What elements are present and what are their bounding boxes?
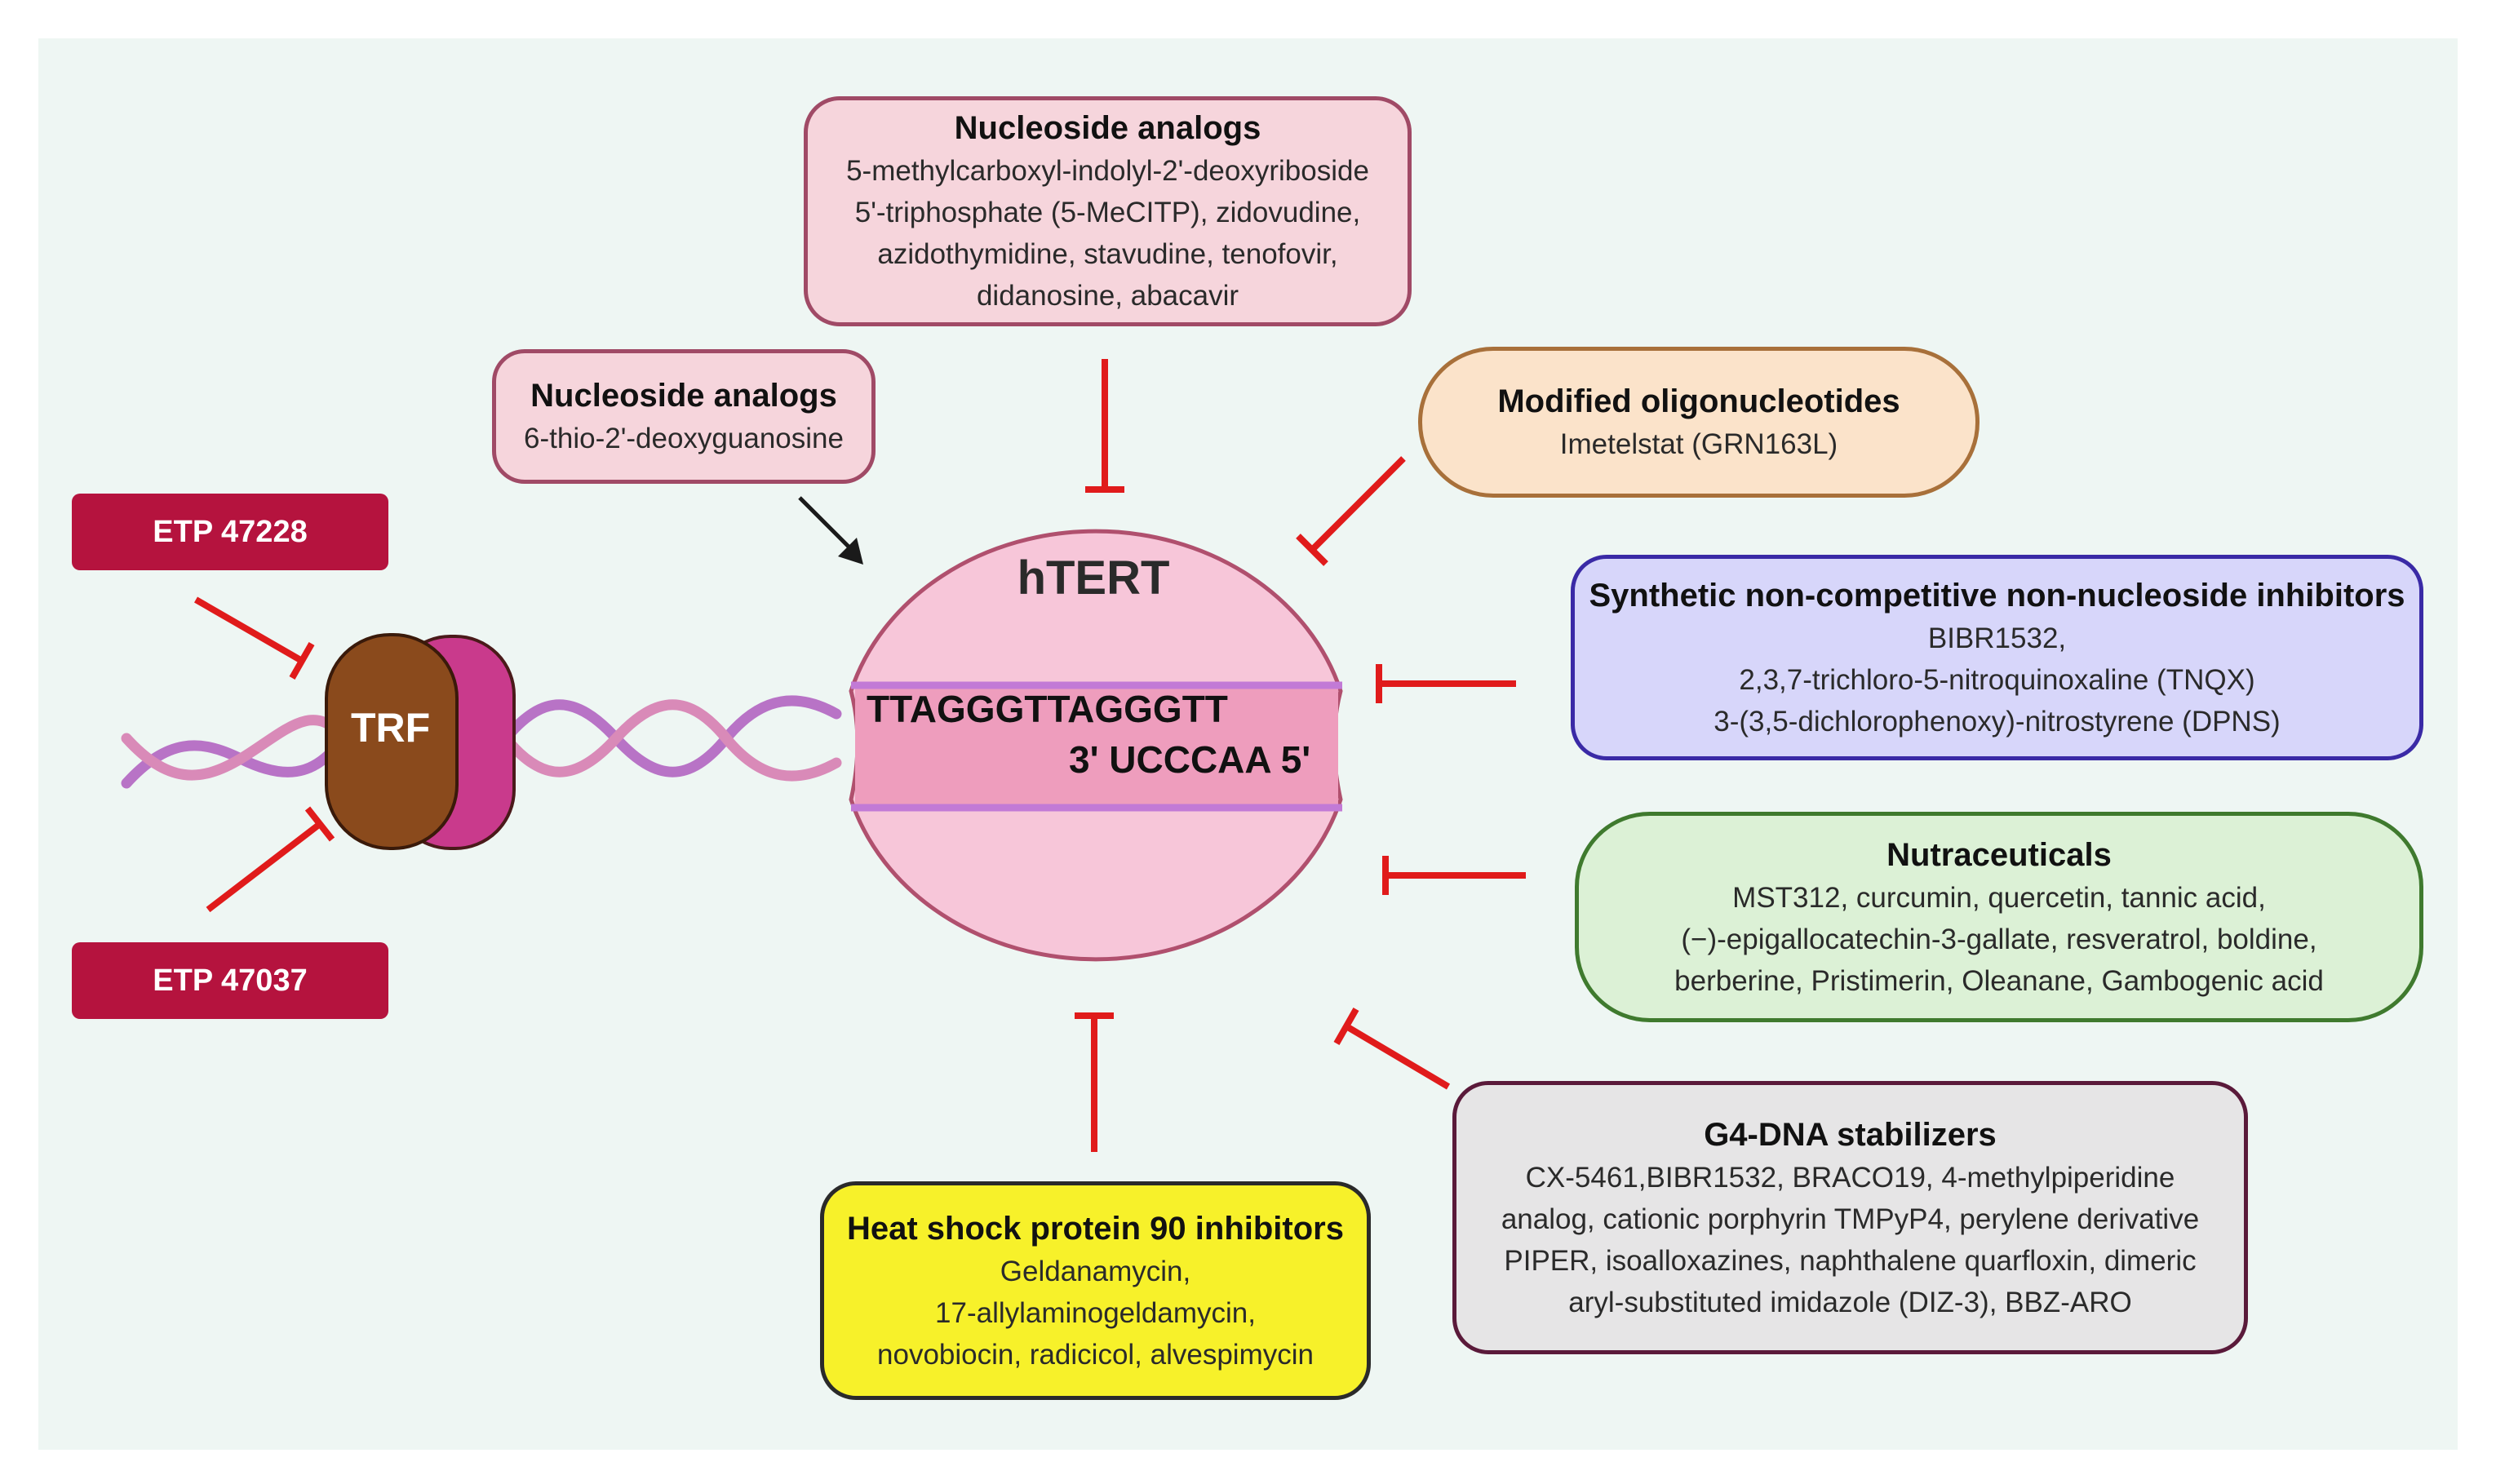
box-line: (−)-epigallocatechin-3-gallate, resverat… — [1681, 923, 2317, 955]
box-line: MST312, curcumin, quercetin, tannic acid… — [1732, 881, 2266, 914]
trf-label: TRF — [351, 705, 431, 751]
box-line: 2,3,7-trichloro-5-nitroquinoxaline (TNQX… — [1739, 663, 2255, 696]
nutraceuticals-box: Nutraceuticals MST312, curcumin, quercet… — [1575, 812, 2423, 1022]
dna-top-sequence: TTAGGGTTAGGGTT — [867, 688, 1228, 730]
box-title: Nutraceuticals — [1886, 836, 2112, 873]
box-line: PIPER, isoalloxazines, naphthalene quarf… — [1504, 1244, 2197, 1277]
htert-enzyme — [849, 529, 1343, 962]
box-title: Synthetic non-competitive non-nucleoside… — [1589, 577, 2405, 614]
activation-arrowhead — [838, 538, 863, 565]
htert-channel — [855, 685, 1338, 806]
arrow-nutraceuticals-inhibit — [1382, 856, 1526, 895]
box-line: 6-thio-2'-deoxyguanosine — [524, 423, 844, 454]
trf-protein — [325, 633, 516, 850]
box-line: didanosine, abacavir — [976, 280, 1239, 312]
nucleoside-analogs-small-box: Nucleoside analogs 6-thio-2'-deoxyguanos… — [492, 349, 876, 484]
box-line: berberine, Pristimerin, Oleanane, Gambog… — [1674, 964, 2324, 997]
box-line: novobiocin, radicicol, alvespimycin — [877, 1338, 1314, 1371]
dna-strand-b — [121, 699, 842, 782]
htert-label: hTERT — [1017, 552, 1170, 605]
box-line: azidothymidine, stavudine, tenofovir, — [877, 238, 1338, 270]
box-title: Modified oligonucleotides — [1497, 383, 1900, 419]
arrow-etp-top-inhibit — [194, 596, 315, 680]
box-title: Nucleoside analogs — [530, 378, 837, 414]
box-line: CX-5461,BIBR1532, BRACO19, 4-methylpiper… — [1525, 1161, 2175, 1194]
box-line: Imetelstat (GRN163L) — [1559, 428, 1838, 460]
modified-oligonucleotides-box: Modified oligonucleotides Imetelstat (GR… — [1418, 347, 1980, 498]
box-line: BIBR1532, — [1927, 622, 2067, 654]
box-title: Nucleoside analogs — [954, 110, 1261, 146]
trf-front — [325, 633, 459, 850]
box-line: analog, cationic porphyrin TMPyP4, peryl… — [1501, 1203, 2200, 1235]
box-title: Heat shock protein 90 inhibitors — [846, 1210, 1344, 1247]
arrow-synthetic-inhibit — [1376, 664, 1516, 703]
box-line: Geldanamycin, — [1000, 1255, 1191, 1287]
arrow-g4-inhibit — [1333, 1008, 1451, 1090]
arrow-oligo-inhibit — [1296, 456, 1406, 566]
arrow-top-inhibit — [1085, 359, 1124, 493]
box-title: G4-DNA stabilizers — [1704, 1116, 1997, 1153]
nucleoside-analogs-top-box: Nucleoside analogs 5-methylcarboxyl-indo… — [804, 96, 1412, 326]
hsp90-inhibitors-box: Heat shock protein 90 inhibitors Geldana… — [820, 1181, 1371, 1400]
inhibition-arrows — [194, 359, 1526, 1152]
activation-arrow — [798, 496, 863, 565]
dna-helix — [121, 695, 842, 789]
box-line: 3-(3,5-dichlorophenoxy)-nitrostyrene (DP… — [1714, 705, 2281, 738]
arrow-etp-bottom-inhibit — [206, 806, 335, 913]
synthetic-inhibitors-box: Synthetic non-competitive non-nucleoside… — [1571, 555, 2423, 760]
g4-dna-stabilizers-box: G4-DNA stabilizers CX-5461,BIBR1532, BRA… — [1452, 1081, 2248, 1354]
box-line: 5'-triphosphate (5-MeCITP), zidovudine, — [854, 197, 1361, 228]
etp-47228-label: ETP 47228 — [72, 494, 388, 570]
arrow-hsp90-inhibit — [1075, 1012, 1114, 1152]
box-line: 5-methylcarboxyl-indolyl-2'-deoxyribosid… — [846, 155, 1369, 187]
box-line: 17-allylaminogeldamycin, — [935, 1296, 1256, 1329]
etp-47037-label: ETP 47037 — [72, 942, 388, 1019]
box-line: aryl-substituted imidazole (DIZ-3), BBZ-… — [1568, 1286, 2132, 1318]
rna-template-sequence: 3' UCCCAA 5' — [1069, 738, 1311, 781]
